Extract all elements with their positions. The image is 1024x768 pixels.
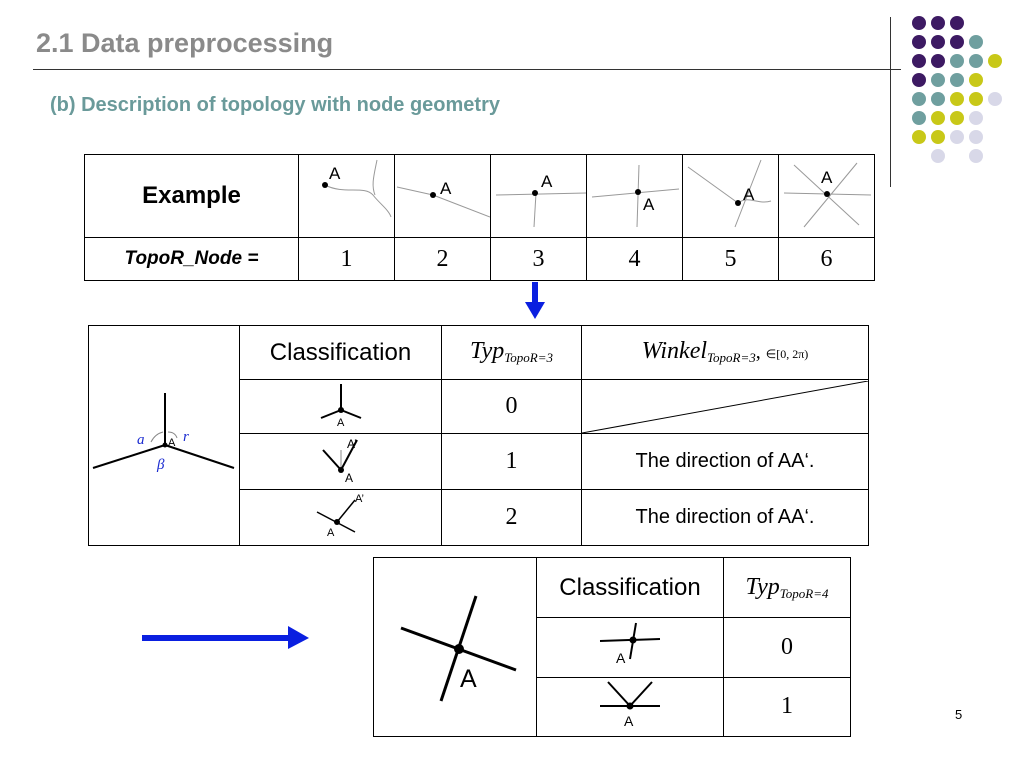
- typ-value: 0: [441, 379, 582, 434]
- node-label: A: [440, 179, 452, 198]
- svg-text:A’: A’: [355, 493, 364, 505]
- classification-header: Classification: [536, 556, 724, 619]
- svg-text:A: A: [616, 650, 626, 666]
- deco-dot: [969, 130, 983, 144]
- deco-dot: [912, 73, 926, 87]
- deco-dot: [931, 92, 945, 106]
- label-A: A: [168, 437, 176, 449]
- example-2-diagram: A: [394, 154, 491, 238]
- deco-dot: [969, 92, 983, 106]
- deco-dot: [950, 130, 964, 144]
- down-arrow-icon: [525, 282, 545, 319]
- topor-node-value: 5: [682, 237, 779, 281]
- page-number: 5: [955, 707, 963, 722]
- node-label: A: [643, 195, 655, 214]
- deco-dot: [950, 111, 964, 125]
- node-angle-diagram: a A r β: [88, 325, 240, 546]
- title-divider: [33, 69, 901, 70]
- class-1-symbol: A’ A: [239, 433, 442, 490]
- deco-dot: [950, 73, 964, 87]
- example-table: Example A A A: [84, 154, 875, 281]
- deco-dot: [950, 35, 964, 49]
- deco-dot: [969, 73, 983, 87]
- example-1-diagram: A: [298, 154, 395, 238]
- topor-node-value: 6: [778, 237, 875, 281]
- deco-dot: [950, 92, 964, 106]
- topor-node-value: 1: [298, 237, 395, 281]
- deco-dot: [988, 54, 1002, 68]
- example-4-diagram: A: [586, 154, 683, 238]
- node-label: A: [329, 164, 341, 183]
- svg-text:A: A: [337, 417, 345, 428]
- right-arrow-icon: [142, 626, 309, 649]
- deco-dot: [988, 92, 1002, 106]
- winkel-empty-cell: [581, 379, 869, 434]
- label-beta: β: [156, 457, 165, 473]
- typ-header: TypTopoR=3: [441, 325, 582, 380]
- big-node-label: A: [460, 665, 477, 693]
- slide-title: 2.1 Data preprocessing: [36, 28, 334, 58]
- topor-node-label: TopoR_Node =: [84, 237, 299, 281]
- deco-dot: [969, 35, 983, 49]
- node-label: A: [821, 168, 833, 187]
- deco-dot: [931, 130, 945, 144]
- vertical-divider: [890, 17, 891, 187]
- typ-value: 1: [723, 676, 851, 738]
- typ-value: 1: [441, 433, 582, 490]
- deco-dot: [931, 111, 945, 125]
- winkel-header: WinkelTopoR=3, ∈[0, 2π): [581, 325, 869, 380]
- deco-dot: [931, 16, 945, 30]
- class-0-symbol: A: [239, 379, 442, 434]
- deco-dot: [912, 130, 926, 144]
- classification-table-topor3: a A r β Classification TypTopoR=3 Winkel…: [88, 325, 869, 546]
- node-label: A: [541, 172, 553, 191]
- class-0-symbol: A: [536, 617, 724, 678]
- classification-header: Classification: [239, 325, 442, 380]
- deco-dot: [912, 54, 926, 68]
- winkel-direction: The direction of AA‘.: [581, 433, 869, 490]
- label-a: a: [137, 432, 145, 448]
- svg-text:A: A: [327, 527, 335, 539]
- deco-dot: [931, 73, 945, 87]
- topor-node-value: 4: [586, 237, 683, 281]
- svg-text:A’: A’: [347, 437, 357, 451]
- deco-dot: [912, 111, 926, 125]
- node-label: A: [743, 185, 755, 204]
- class-2-symbol: A’ A: [239, 489, 442, 546]
- topor-node-value: 3: [490, 237, 587, 281]
- typ-value: 0: [723, 617, 851, 678]
- typ-value: 2: [441, 489, 582, 546]
- label-r: r: [183, 429, 189, 445]
- deco-dot: [931, 54, 945, 68]
- example-header: Example: [84, 154, 299, 238]
- class-1-symbol: A: [536, 676, 724, 738]
- example-3-diagram: A: [490, 154, 587, 238]
- deco-dot: [969, 54, 983, 68]
- deco-dot: [912, 92, 926, 106]
- deco-dot: [969, 149, 983, 163]
- svg-text:A: A: [345, 471, 353, 484]
- deco-dot: [931, 35, 945, 49]
- example-6-diagram: A: [778, 154, 875, 238]
- deco-dot: [912, 16, 926, 30]
- winkel-direction: The direction of AA‘.: [581, 489, 869, 546]
- deco-dot: [931, 149, 945, 163]
- svg-text:A: A: [624, 713, 634, 729]
- deco-dot: [950, 54, 964, 68]
- classification-table-topor4: A Classification TypTopoR=4 A 0 A: [373, 556, 851, 738]
- four-way-node-diagram: A: [373, 557, 537, 737]
- topor-node-value: 2: [394, 237, 491, 281]
- example-5-diagram: A: [682, 154, 779, 238]
- deco-dot: [969, 111, 983, 125]
- typ-header: TypTopoR=4: [723, 556, 851, 619]
- slide-subtitle: (b) Description of topology with node ge…: [50, 94, 500, 116]
- deco-dot: [950, 16, 964, 30]
- deco-dot: [912, 35, 926, 49]
